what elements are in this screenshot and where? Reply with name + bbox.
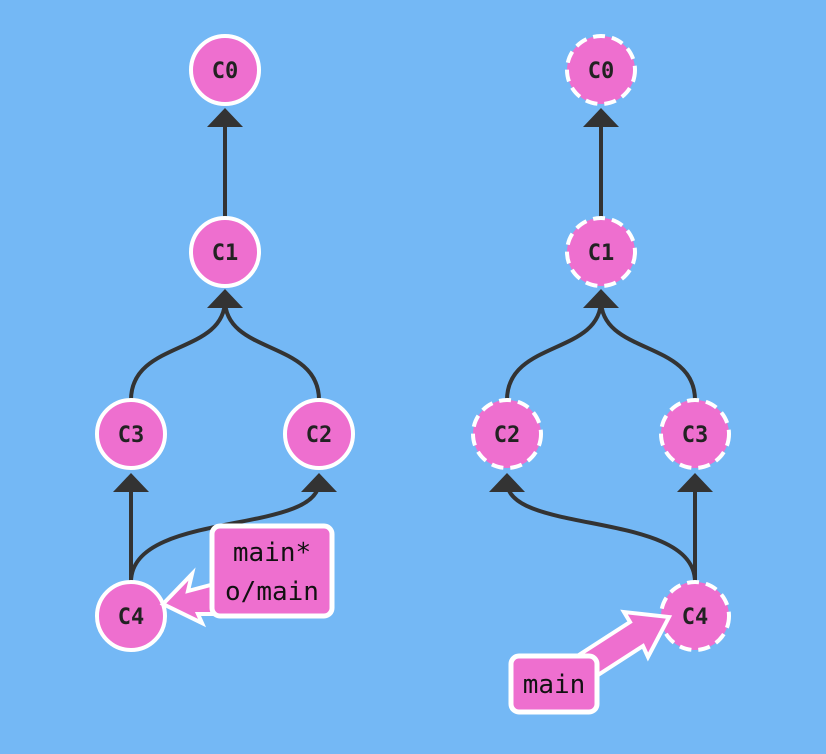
commit-label: C4 [118, 605, 145, 630]
right-edges [489, 108, 713, 584]
commit-label: C2 [306, 423, 333, 448]
left-tree: C0 C1 C3 C2 C4 main* o/main [95, 34, 355, 652]
right-arrowhead-c3 [677, 473, 713, 492]
left-commit-c3: C3 [95, 398, 167, 470]
right-commit-c2: C2 [471, 398, 543, 470]
left-commit-c4: C4 [95, 580, 167, 652]
commit-label: C2 [494, 423, 521, 448]
left-edge-c3-c1 [129, 298, 227, 402]
right-commit-c3: C3 [659, 398, 731, 470]
right-commit-c1: C1 [565, 216, 637, 288]
left-edges [113, 108, 337, 584]
left-commit-c1: C1 [189, 216, 261, 288]
left-edge-c2-c1 [223, 298, 321, 402]
commit-label: C0 [588, 59, 615, 84]
right-edge-c4-c2 [505, 480, 697, 584]
commit-label: C1 [212, 241, 239, 266]
right-branch-box [508, 653, 600, 715]
right-arrowhead-c2 [489, 473, 525, 492]
left-arrowhead-c3 [113, 473, 149, 492]
right-branch-tag: main [508, 609, 673, 715]
commit-label: C4 [682, 605, 709, 630]
left-arrowhead-c1 [207, 289, 243, 308]
commit-label: C3 [682, 423, 709, 448]
branch-label-main-star: main* [233, 538, 311, 568]
right-arrowhead-c1 [583, 289, 619, 308]
left-commit-c0: C0 [189, 34, 261, 106]
right-commit-c0: C0 [565, 34, 637, 106]
branch-label-main: main [523, 670, 586, 700]
left-arrowhead-c2 [301, 473, 337, 492]
commit-label: C0 [212, 59, 239, 84]
branch-label-o-main: o/main [225, 577, 319, 607]
left-arrowhead-c0 [207, 108, 243, 127]
commit-label: C3 [118, 423, 145, 448]
left-branch-box [209, 523, 335, 619]
right-edge-c3-c1 [599, 298, 697, 402]
left-branch-tag: main* o/main [159, 523, 335, 628]
right-edge-c2-c1 [505, 298, 603, 402]
commit-label: C1 [588, 241, 615, 266]
right-arrowhead-c0 [583, 108, 619, 127]
left-commit-c2: C2 [283, 398, 355, 470]
right-tree: C0 C1 C2 C3 C4 main [471, 34, 731, 715]
